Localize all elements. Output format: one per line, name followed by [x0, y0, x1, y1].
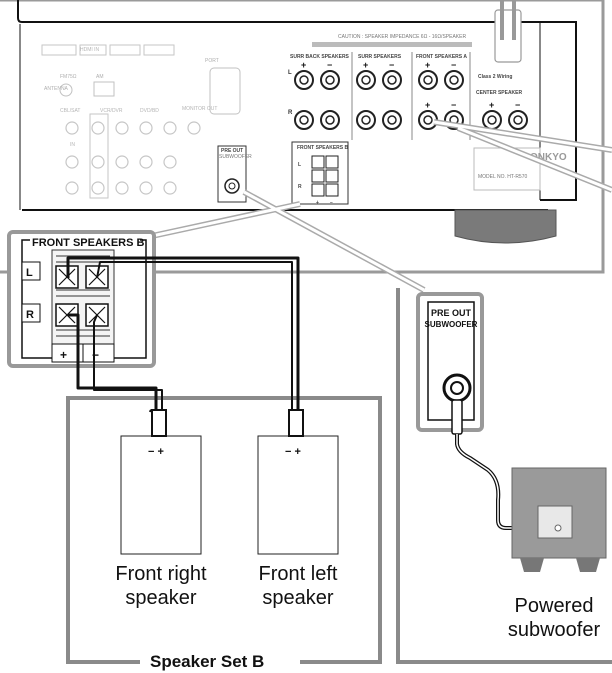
surr-minus: −: [389, 60, 394, 70]
front-b-small-label: FRONT SPEAKERS B: [297, 145, 349, 151]
front-left-name-1: Front left: [259, 563, 338, 585]
front-b-title: FRONT SPEAKERS B: [32, 237, 145, 249]
front-a-plus-r: +: [425, 100, 430, 110]
front-b-small-r: R: [298, 184, 302, 190]
port-label: PORT: [205, 58, 219, 64]
front-left-terminals: − +: [285, 446, 301, 458]
subwoofer-label: SUBWOOFER: [425, 320, 478, 329]
front-right-speaker: − + Front right speaker: [115, 435, 207, 609]
front-speakers-b-closeup: FRONT SPEAKERS B L R + −: [7, 230, 156, 368]
front-a-minus: −: [451, 60, 456, 70]
surr-speakers-label: SURR SPEAKERS: [358, 54, 402, 60]
front-a-plus: +: [425, 60, 430, 70]
front-left-name-2: speaker: [262, 587, 333, 609]
front-speakers-a-label: FRONT SPEAKERS A: [416, 54, 467, 60]
front-right-name-2: speaker: [125, 587, 196, 609]
powered-subwoofer: Powered subwoofer: [508, 467, 607, 641]
brand-label: ONKYO: [530, 152, 567, 163]
front-b-l-label: L: [26, 267, 33, 279]
surr-plus: +: [363, 60, 368, 70]
pre-out-small-panel: PRE OUT SUBWOOFER: [217, 145, 252, 203]
fm-label: FM75Ω: [60, 74, 77, 80]
front-left-speaker: − + Front left speaker: [257, 435, 339, 609]
vcr-dvr-label: VCR/DVR: [100, 108, 123, 114]
subwoofer-small-label: SUBWOOFER: [219, 154, 252, 160]
av-input-jacks: CBL/SAT VCR/DVR DVD/BD MONITOR OUT IN: [60, 106, 217, 199]
surr-back-r: R: [288, 110, 293, 116]
subwoofer-name-2: subwoofer: [508, 619, 601, 641]
pre-out-small-label: PRE OUT: [221, 148, 243, 154]
model-label: MODEL NO. HT-R570: [478, 174, 527, 180]
center-minus: −: [515, 100, 520, 110]
pre-out-label: PRE OUT: [431, 308, 472, 318]
speaker-set-title: Speaker Set B: [150, 652, 264, 671]
antenna-label: ANTENNA: [44, 86, 69, 92]
center-plus: +: [489, 100, 494, 110]
front-b-r-label: R: [26, 309, 34, 321]
front-speakers-b-panel: FRONT SPEAKERS B L R + −: [291, 141, 349, 206]
caution-text: CAUTION : SPEAKER IMPEDANCE 6Ω - 16Ω/SPE…: [338, 34, 466, 40]
am-label: AM: [96, 74, 104, 80]
surr-back-l: L: [288, 70, 292, 76]
front-right-name-1: Front right: [115, 563, 207, 585]
surr-back-plus: +: [301, 60, 306, 70]
front-a-minus-r: −: [451, 100, 456, 110]
hdmi-connectors: HDMI IN: [41, 44, 175, 56]
in-label: IN: [70, 142, 75, 148]
surr-back-speakers-label: SURR BACK SPEAKERS: [290, 54, 350, 60]
subwoofer-frame: [396, 288, 612, 664]
dvd-label: DVD/BD: [140, 108, 159, 114]
center-speaker-label: CENTER SPEAKER: [476, 90, 523, 96]
class-2-wiring-label: Class 2 Wiring: [478, 74, 512, 80]
front-b-small-minus: −: [330, 200, 333, 206]
front-b-minus: −: [92, 348, 99, 362]
hdmi-in-label: HDMI IN: [80, 47, 100, 53]
monitor-out-label: MONITOR OUT: [182, 106, 217, 112]
speaker-set-b-frame: Speaker Set B: [66, 396, 382, 671]
receiver-rear-panel: HDMI IN FM75Ω AM ANTENNA CBL/SAT VCR/DVR…: [0, 0, 605, 274]
surr-back-minus: −: [327, 60, 332, 70]
port-connector: PORT: [205, 58, 241, 115]
cbl-sat-label: CBL/SAT: [60, 108, 80, 114]
pre-out-subwoofer-closeup: PRE OUT SUBWOOFER: [416, 292, 484, 432]
front-right-terminals: − +: [148, 446, 164, 458]
front-b-small-plus: +: [316, 200, 319, 206]
front-b-plus: +: [60, 348, 67, 362]
subwoofer-name-1: Powered: [515, 595, 594, 617]
front-b-small-l: L: [298, 162, 301, 168]
caution-bar: [312, 42, 472, 47]
antenna-section: FM75Ω AM ANTENNA: [44, 74, 115, 97]
